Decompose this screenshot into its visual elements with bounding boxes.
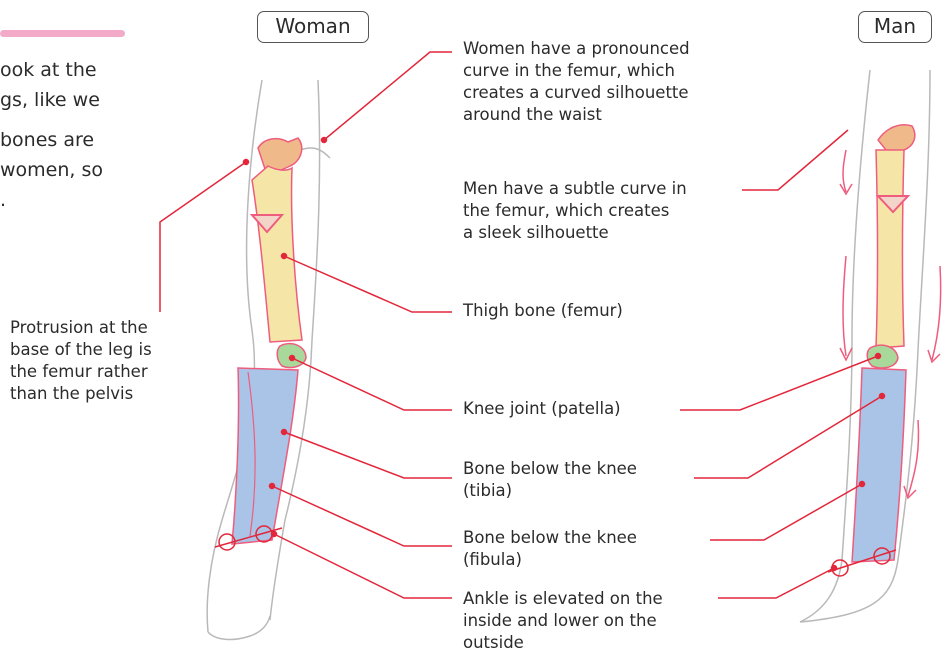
annotation-women-curve: Women have a pronounced curve in the fem… [463, 38, 690, 126]
leader-thigh-bone [284, 256, 452, 312]
leader-dot [860, 482, 865, 487]
woman-shin-bones [232, 368, 298, 544]
leader-tibia-woman [284, 432, 452, 478]
woman-label-tag: Woman [257, 11, 369, 43]
leader-dot [876, 354, 881, 359]
woman-hip-curve [300, 148, 330, 158]
leader-dot [282, 254, 287, 259]
annotation-men-curve: Men have a subtle curve in the femur, wh… [463, 178, 687, 244]
leader-knee-man [680, 356, 878, 410]
leader-dot [290, 356, 295, 361]
leader-men-curve [742, 130, 848, 190]
man-silhouette-arrow [840, 150, 852, 194]
leader-knee-woman [292, 358, 452, 410]
leader-fibula-woman [272, 486, 452, 546]
leader-fibula-man [710, 484, 862, 540]
man-silhouette-arrow [840, 256, 852, 360]
annotation-tibia: Bone below the knee (tibia) [463, 458, 637, 502]
woman-femur [252, 166, 302, 342]
annotation-thigh-bone: Thigh bone (femur) [463, 300, 623, 322]
woman-leg [207, 80, 330, 639]
leader-dot [832, 566, 837, 571]
annotation-ankle: Ankle is elevated on the inside and lowe… [463, 588, 663, 654]
man-silhouette-arrow [928, 266, 941, 362]
man-label-tag: Man [858, 11, 932, 43]
woman-foot-outline [208, 616, 270, 639]
leader-dot [272, 532, 277, 537]
leader-women-curve [324, 52, 452, 140]
leader-ankle-man [718, 568, 834, 598]
leader-ankle-woman [274, 534, 452, 598]
man-femur [876, 150, 904, 348]
leader-dot [270, 484, 275, 489]
man-silhouette-arrow [904, 420, 919, 498]
leader-dot [322, 138, 327, 143]
woman-leg-outline-outer [207, 80, 262, 632]
leader-dot [244, 160, 249, 165]
leader-dot [282, 430, 287, 435]
leader-tibia-man [694, 396, 882, 478]
annotation-fibula: Bone below the knee (fibula) [463, 527, 637, 571]
annotation-protrusion: Protrusion at the base of the leg is the… [10, 317, 152, 405]
annotation-knee-joint: Knee joint (patella) [463, 398, 621, 420]
leader-protrusion [160, 162, 246, 312]
leader-dot [880, 394, 885, 399]
man-patella [867, 345, 898, 368]
